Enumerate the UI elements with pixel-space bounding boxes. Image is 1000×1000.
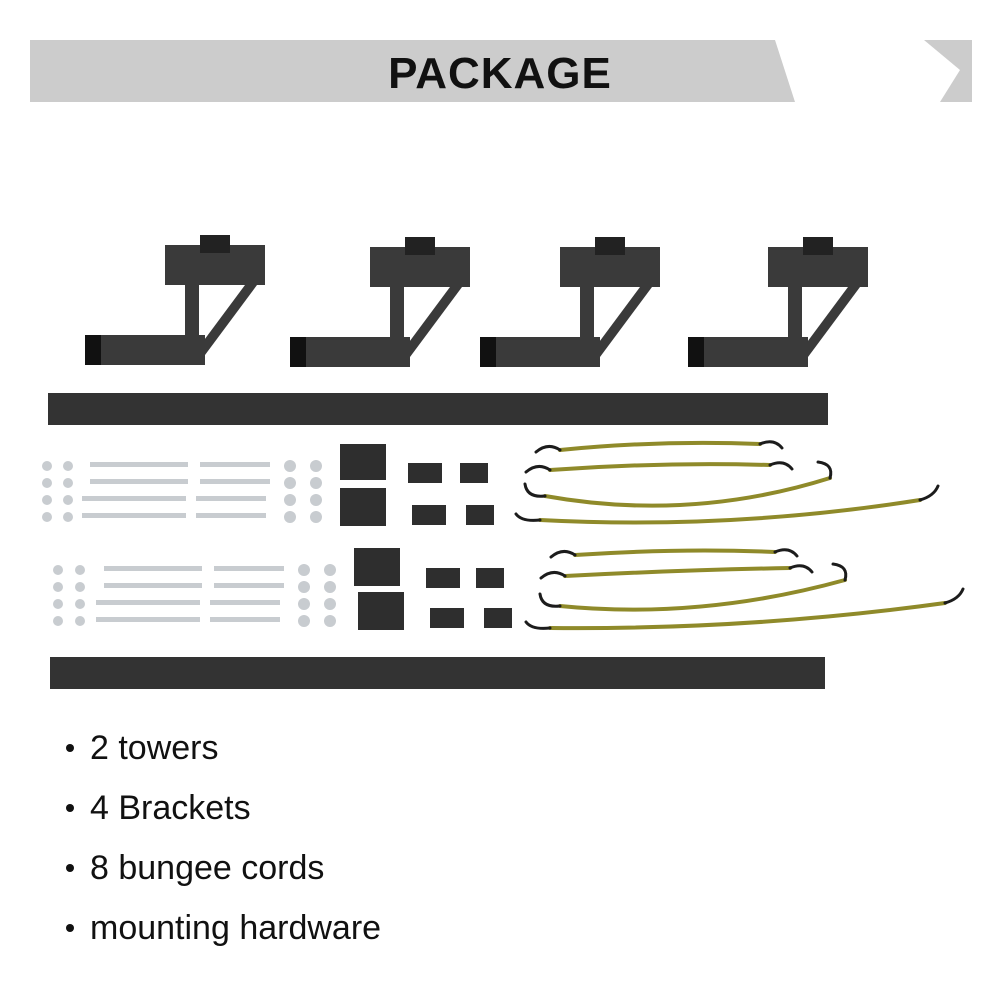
bracket-1 <box>85 235 265 365</box>
list-item-label: 2 towers <box>90 729 219 767</box>
bullet-icon <box>66 924 74 932</box>
banner-ribbon <box>30 40 795 102</box>
package-contents-list: 2 towers 4 Brackets 8 bungee cords mount… <box>60 718 860 958</box>
banner-arrow <box>924 40 972 102</box>
bungee-cords <box>514 440 965 631</box>
tower-brackets <box>85 235 868 367</box>
bullet-icon <box>66 744 74 752</box>
bracket-4 <box>688 237 868 367</box>
list-item-label: mounting hardware <box>90 909 382 947</box>
list-item: mounting hardware <box>60 898 860 958</box>
tower-bar-top <box>48 393 828 425</box>
list-item: 2 towers <box>60 718 860 778</box>
list-item: 4 Brackets <box>60 778 860 838</box>
bullet-icon <box>66 864 74 872</box>
banner-title: PACKAGE <box>388 49 612 98</box>
bullet-icon <box>66 804 74 812</box>
list-item-label: 8 bungee cords <box>90 849 325 887</box>
package-illustration <box>42 235 965 689</box>
hardware-set-lower <box>53 564 336 627</box>
mounting-plates <box>340 444 512 630</box>
bracket-2 <box>290 237 470 367</box>
list-item: 8 bungee cords <box>60 838 860 898</box>
package-banner <box>30 40 972 102</box>
tower-bar-bottom <box>50 657 825 689</box>
hardware-set-upper <box>42 460 322 523</box>
list-item-label: 4 Brackets <box>90 789 251 827</box>
bracket-3 <box>480 237 660 367</box>
